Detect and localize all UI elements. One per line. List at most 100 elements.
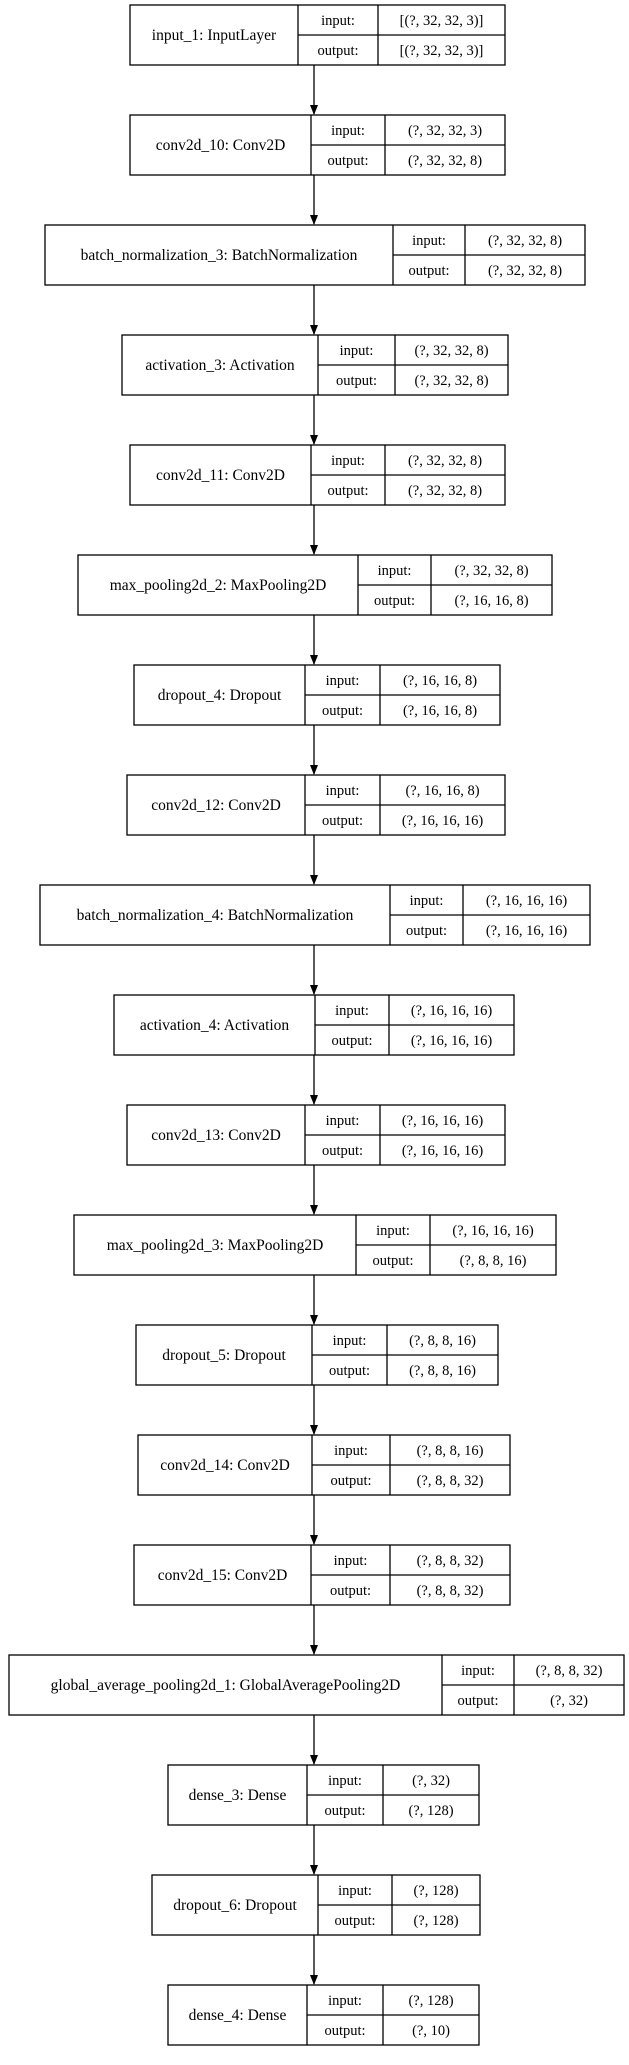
layer-node: dropout_5: Dropout input: output: (?, 8, 8,… — [135, 1324, 499, 1386]
output-shape: (?, 8, 8, 16) — [409, 1363, 476, 1379]
input-label: input: — [331, 453, 365, 469]
output-shape: (?, 128) — [408, 1803, 453, 1819]
output-shape: (?, 8, 8, 32) — [417, 1583, 484, 1599]
input-label: input: — [326, 783, 360, 799]
output-label: output: — [322, 1143, 363, 1159]
output-shape: (?, 16, 16, 8) — [403, 703, 477, 719]
layer-node: activation_4: Activationinput:output:(?,… — [113, 994, 515, 1056]
layer-node: global_average_pooling2d_1: GlobalAverag… — [8, 1654, 625, 1716]
input-shape: (?, 128) — [408, 1993, 453, 2009]
layer-node: conv2d_14: Conv2D input: output: (?, 8, 8, … — [137, 1434, 511, 1496]
layer-name: conv2d_14: Conv2D — [160, 1457, 290, 1474]
input-label: input: — [410, 893, 444, 909]
output-label: output: — [334, 1913, 375, 1929]
input-shape: (?, 16, 16, 16) — [452, 1223, 534, 1239]
output-label: output: — [324, 1803, 365, 1819]
layer-name: conv2d_12: Conv2D — [151, 797, 281, 814]
output-shape: (?, 16, 16, 16) — [402, 1143, 484, 1159]
output-shape: (?, 32, 32, 8) — [408, 153, 482, 169]
layer-name: conv2d_13: Conv2D — [151, 1127, 281, 1144]
output-label: output: — [408, 263, 449, 279]
layer-name: global_average_pooling2d_1: GlobalAverag… — [51, 1677, 401, 1694]
layer-name: conv2d_10: Conv2D — [156, 137, 286, 154]
layer-name: dropout_6: Dropout — [173, 1897, 297, 1914]
layer-node: max_pooling2d_3: MaxPooling2D input: outpu… — [73, 1214, 557, 1276]
output-shape: [(?, 32, 32, 3)] — [400, 43, 484, 59]
output-label: output: — [406, 923, 447, 939]
input-shape: (?, 32, 32, 8) — [454, 563, 528, 579]
nodes: input_1: InputLayer input: output: [(?, 32,… — [8, 4, 625, 2046]
layer-node: conv2d_13: Conv2D input: output: (?, 16, 16… — [126, 1104, 506, 1166]
layer-name: dense_4: Dense — [189, 2007, 287, 2024]
layer-node: dropout_6: Dropout input: output: (?, 128) (… — [151, 1874, 481, 1936]
input-label: input: — [334, 1553, 368, 1569]
input-label: input: — [328, 1773, 362, 1789]
output-shape: (?, 128) — [413, 1913, 458, 1929]
input-shape: (?, 16, 16, 16) — [402, 1113, 484, 1129]
input-shape: (?, 8, 8, 16) — [409, 1333, 476, 1349]
layer-name: conv2d_15: Conv2D — [158, 1567, 288, 1584]
output-label: output: — [324, 2023, 365, 2039]
input-shape: (?, 16, 16, 16) — [486, 893, 568, 909]
output-label: output: — [457, 1693, 498, 1709]
output-shape: (?, 16, 16, 16) — [411, 1033, 493, 1049]
input-label: input: — [334, 1443, 368, 1459]
output-shape: (?, 16, 16, 16) — [402, 813, 484, 829]
layer-name: dropout_4: Dropout — [158, 687, 282, 704]
output-shape: (?, 16, 16, 8) — [454, 593, 528, 609]
input-shape: (?, 8, 8, 32) — [536, 1663, 603, 1679]
input-shape: (?, 16, 16, 8) — [403, 673, 477, 689]
layer-node: activation_3: Activationinput:output:(?,… — [121, 334, 509, 396]
layer-name: dense_3: Dense — [189, 1787, 287, 1804]
layer-node: max_pooling2d_2: MaxPooling2D input: outpu… — [77, 554, 553, 616]
input-label: input: — [378, 563, 412, 579]
layer-name: dropout_5: Dropout — [162, 1347, 286, 1364]
layer-node: batch_normalization_4: BatchNormalizatio… — [39, 884, 591, 946]
input-shape: (?, 128) — [413, 1883, 458, 1899]
output-shape: (?, 16, 16, 16) — [486, 923, 568, 939]
output-shape: (?, 8, 8, 16) — [460, 1253, 527, 1269]
output-label: output: — [327, 483, 368, 499]
layer-name: max_pooling2d_2: MaxPooling2D — [110, 577, 327, 594]
layer-name: batch_normalization_3: BatchNormalizatio… — [81, 247, 358, 264]
input-shape: (?, 32, 32, 8) — [414, 343, 488, 359]
input-shape: [(?, 32, 32, 3)] — [400, 13, 484, 29]
input-shape: (?, 32) — [412, 1773, 450, 1789]
input-label: input: — [340, 343, 374, 359]
input-label: input: — [335, 1003, 369, 1019]
layer-node: dense_3: Dense input: output: (?, 32) (?, 12… — [167, 1764, 480, 1826]
layer-name: max_pooling2d_3: MaxPooling2D — [107, 1237, 324, 1254]
layer-node: conv2d_12: Conv2D input: output: (?, 16, 16… — [126, 774, 506, 836]
input-label: input: — [326, 673, 360, 689]
input-label: input: — [321, 13, 355, 29]
input-shape: (?, 8, 8, 32) — [417, 1553, 484, 1569]
layer-node: batch_normalization_3: BatchNormalizatio… — [44, 224, 586, 286]
input-shape: (?, 8, 8, 16) — [417, 1443, 484, 1459]
output-label: output: — [322, 813, 363, 829]
input-label: input: — [331, 123, 365, 139]
output-label: output: — [330, 1473, 371, 1489]
input-label: input: — [376, 1223, 410, 1239]
output-label: output: — [336, 373, 377, 389]
output-shape: (?, 32, 32, 8) — [414, 373, 488, 389]
output-label: output: — [374, 593, 415, 609]
input-label: input: — [333, 1333, 367, 1349]
output-label: output: — [330, 1583, 371, 1599]
output-label: output: — [331, 1033, 372, 1049]
layer-name: input_1: InputLayer — [152, 27, 277, 44]
input-shape: (?, 32, 32, 8) — [488, 233, 562, 249]
input-label: input: — [326, 1113, 360, 1129]
input-label: input: — [328, 1993, 362, 2009]
output-label: output: — [329, 1363, 370, 1379]
output-label: output: — [372, 1253, 413, 1269]
output-shape: (?, 8, 8, 32) — [417, 1473, 484, 1489]
input-label: input: — [338, 1883, 372, 1899]
output-shape: (?, 32, 32, 8) — [408, 483, 482, 499]
layer-name: batch_normalization_4: BatchNormalizatio… — [77, 907, 354, 924]
